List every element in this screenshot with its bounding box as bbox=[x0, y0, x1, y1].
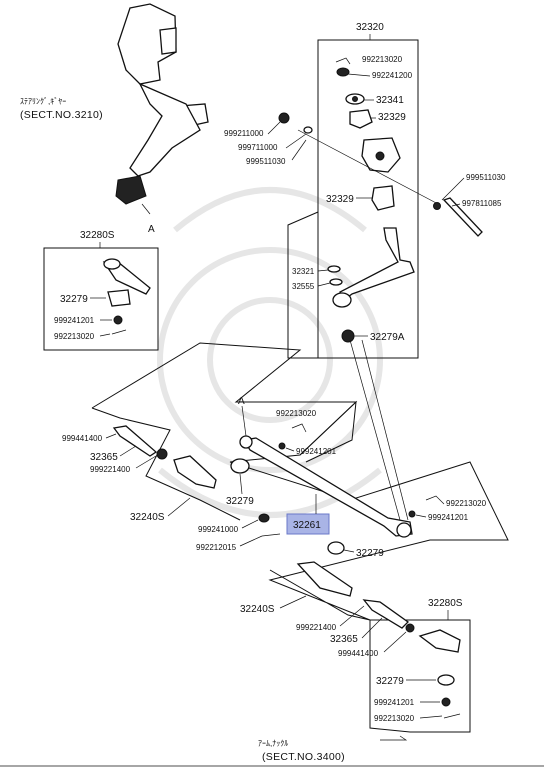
part-label-997811085[interactable]: 997811085 bbox=[462, 199, 502, 208]
part-label-992241200[interactable]: 992241200 bbox=[372, 71, 413, 80]
part-label-999221400-bottom[interactable]: 999221400 bbox=[296, 623, 337, 632]
part-label-999241201-bottom[interactable]: 999241201 bbox=[374, 698, 415, 707]
part-label-32365-left[interactable]: 32365 bbox=[90, 452, 118, 463]
part-label-32279-box[interactable]: 32279 bbox=[60, 294, 88, 305]
watermark-emblem bbox=[157, 187, 383, 518]
part-label-32555[interactable]: 32555 bbox=[292, 282, 315, 291]
part-label-32240s-top[interactable]: 32240S bbox=[130, 512, 165, 523]
steering-gear-jp-label: ｽﾃｱﾘﾝｸﾞ,ｷﾞﾔｰ bbox=[20, 97, 66, 106]
pitman-arm-part bbox=[115, 3, 209, 215]
part-label-999441400-left[interactable]: 999441400 bbox=[62, 434, 103, 443]
steering-gear-section-ref: (SECT.NO.3210) bbox=[20, 109, 103, 121]
part-label-999241201-right[interactable]: 999241201 bbox=[428, 513, 469, 522]
part-label-992213020-center[interactable]: 992213020 bbox=[276, 409, 317, 418]
connector-a-bottom: A bbox=[238, 396, 245, 407]
part-label-999241201-center[interactable]: 999241201 bbox=[296, 447, 337, 456]
idler-arm-parts bbox=[278, 57, 483, 521]
part-label-999511030-right[interactable]: 999511030 bbox=[466, 173, 506, 182]
part-label-999241000[interactable]: 999241000 bbox=[198, 525, 239, 534]
part-label-999221400-left[interactable]: 999221400 bbox=[90, 465, 131, 474]
part-label-999711000[interactable]: 999711000 bbox=[238, 143, 278, 152]
part-label-999511030-left[interactable]: 999511030 bbox=[246, 157, 286, 166]
center-link-parts bbox=[112, 425, 461, 741]
part-label-992213020-bottom[interactable]: 992213020 bbox=[374, 714, 415, 723]
part-label-32341[interactable]: 32341 bbox=[376, 95, 404, 106]
part-label-32279-center[interactable]: 32279 bbox=[226, 496, 254, 507]
part-label-32320[interactable]: 32320 bbox=[356, 22, 384, 33]
tie-rod-end-top-parts bbox=[102, 258, 151, 335]
part-label-32280s-bottom[interactable]: 32280S bbox=[428, 598, 463, 609]
highlighted-part-32261[interactable] bbox=[286, 513, 330, 535]
part-label-32279a[interactable]: 32279A bbox=[370, 332, 405, 343]
part-label-992213020-top[interactable]: 992213020 bbox=[362, 55, 403, 64]
connector-a-bottom-lead bbox=[241, 405, 247, 437]
part-label-992213020-right[interactable]: 992213020 bbox=[446, 499, 487, 508]
part-label-992213020-box[interactable]: 992213020 bbox=[54, 332, 95, 341]
tie-rod-end-box-top bbox=[43, 247, 159, 351]
part-label-32321[interactable]: 32321 bbox=[292, 267, 315, 276]
arm-knuckle-jp-label: ｱｰﾑ,ﾅｯｸﾙ bbox=[258, 739, 288, 748]
idler-arm-inset-outline bbox=[287, 211, 319, 359]
center-link-plane bbox=[91, 342, 509, 621]
part-label-992212015[interactable]: 992212015 bbox=[196, 543, 237, 552]
arm-knuckle-section-ref: (SECT.NO.3400) bbox=[262, 751, 345, 763]
part-label-999241201-box[interactable]: 999241201 bbox=[54, 316, 95, 325]
idler-arm-box bbox=[317, 39, 419, 359]
part-label-32279-lower[interactable]: 32279 bbox=[356, 548, 384, 559]
part-label-32365-bottom[interactable]: 32365 bbox=[330, 634, 358, 645]
part-label-32279-bottom[interactable]: 32279 bbox=[376, 676, 404, 687]
part-label-32240s-bottom[interactable]: 32240S bbox=[240, 604, 275, 615]
tie-rod-end-box-bottom bbox=[369, 619, 471, 733]
part-label-32329-top[interactable]: 32329 bbox=[378, 112, 406, 123]
part-label-32280s-top[interactable]: 32280S bbox=[80, 230, 115, 241]
part-label-32329-mid[interactable]: 32329 bbox=[326, 194, 354, 205]
connector-a-top: A bbox=[148, 224, 155, 235]
part-label-32261[interactable]: 32261 bbox=[293, 520, 321, 531]
part-label-999441400-bottom[interactable]: 999441400 bbox=[338, 649, 379, 658]
center-link-plane-right bbox=[299, 400, 357, 463]
part-label-999211000[interactable]: 999211000 bbox=[224, 129, 264, 138]
